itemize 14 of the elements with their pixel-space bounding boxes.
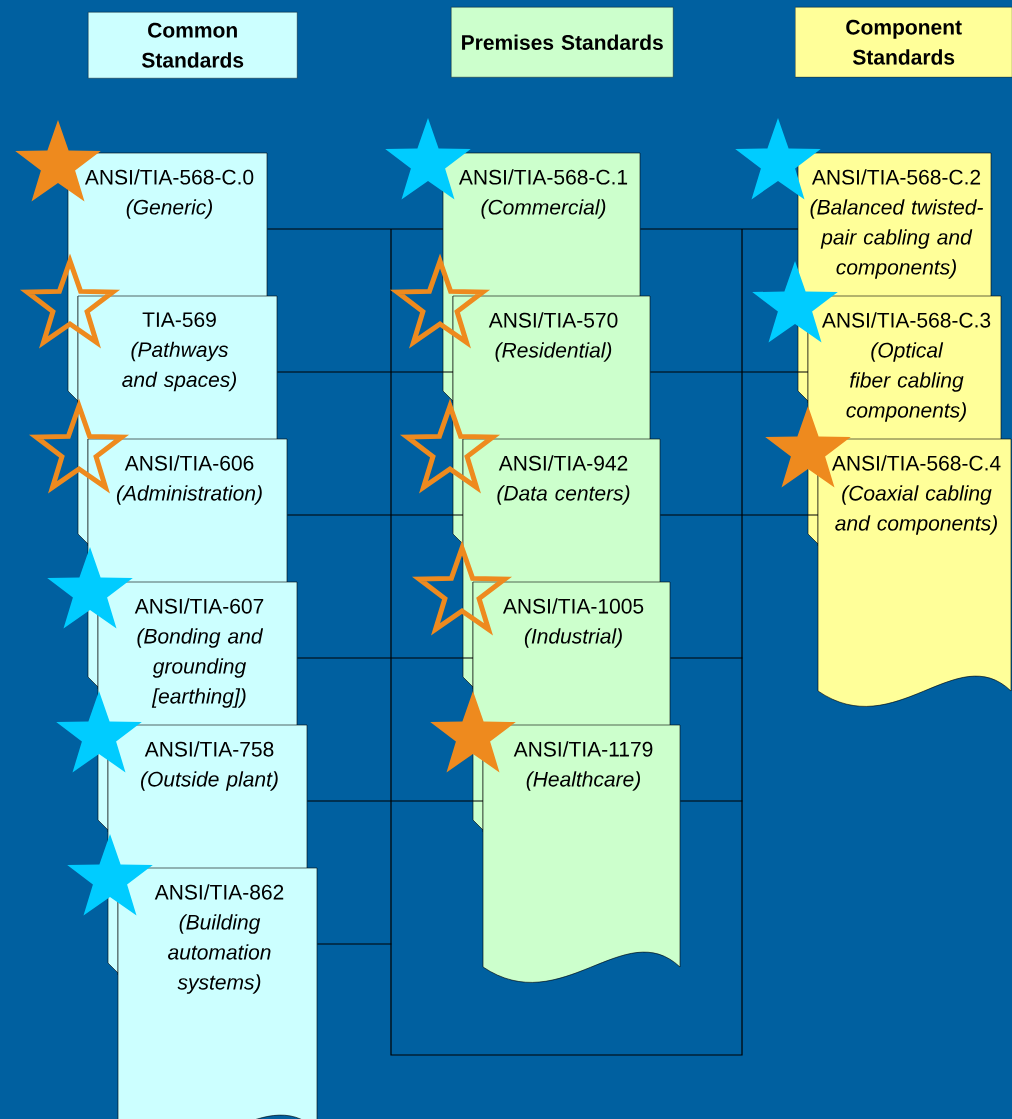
connector-line bbox=[669, 657, 743, 659]
connector-line bbox=[659, 514, 819, 516]
header-box: Component Standards bbox=[795, 7, 1012, 78]
connector-line bbox=[649, 371, 809, 373]
connector-line bbox=[639, 228, 799, 230]
header-box: Premises Standards bbox=[451, 7, 674, 78]
connector-line bbox=[266, 228, 444, 230]
connector-line bbox=[296, 657, 474, 659]
connector-line bbox=[306, 800, 484, 802]
header-box: Common Standards bbox=[88, 12, 298, 79]
connector-line bbox=[679, 800, 743, 802]
connector-line bbox=[276, 371, 454, 373]
connector-line bbox=[316, 943, 392, 945]
connector-line bbox=[286, 514, 464, 516]
